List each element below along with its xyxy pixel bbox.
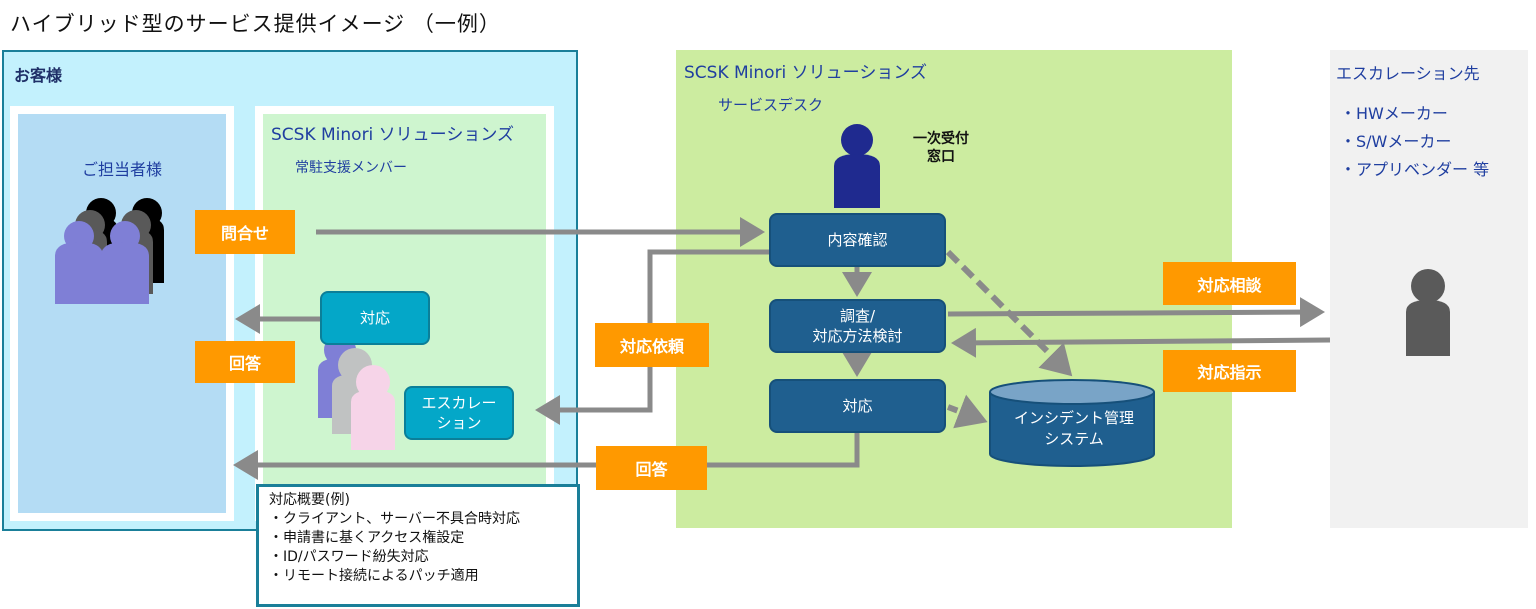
desk-answer-arrow: [233, 431, 860, 480]
resident-response-box: 対応: [320, 291, 430, 345]
escalation-item: ・S/Wメーカー: [1340, 132, 1452, 151]
resident-escalation-box: エスカレー ション: [404, 386, 514, 440]
request-label: 対応依頼: [595, 323, 709, 367]
step-investigate-box: 調査/ 対応方法検討: [769, 299, 946, 353]
escalation-item: ・アプリベンダー 等: [1340, 160, 1490, 179]
incident-db-label: インシデント管理 システム: [1013, 409, 1134, 448]
escalation-list: ・HWメーカー ・S/Wメーカー ・アプリベンダー 等: [1340, 100, 1489, 184]
incident-db-icon: [989, 379, 1155, 467]
customer-zone-label: お客様: [14, 66, 63, 85]
resident-answer-label: 回答: [195, 341, 295, 383]
first-contact-label: 一次受付 窓口: [913, 131, 969, 165]
page-title: ハイブリッド型のサービス提供イメージ （一例）: [10, 12, 501, 36]
first-contact-person-icon: [834, 124, 880, 208]
resident-team-label: 常駐支援メンバー: [295, 160, 407, 176]
consult-arrow: [947, 297, 1325, 328]
summary-heading: 対応概要(例): [269, 492, 350, 508]
summary-box: 対応概要(例) ・クライアント、サーバー不具合時対応 ・申請書に基くアクセス権設…: [256, 484, 580, 607]
summary-item: ・申請書に基くアクセス権設定: [269, 530, 465, 546]
escalation-title: エスカレーション先: [1336, 64, 1480, 83]
inquiry-label: 問合せ: [195, 210, 295, 254]
consult-label: 対応相談: [1163, 262, 1296, 305]
step-confirm-box: 内容確認: [769, 213, 946, 267]
resident-company-name: SCSK Minori ソリューションズ: [271, 125, 515, 145]
customer-people-icon: [55, 198, 164, 304]
instruction-arrow: [951, 327, 1331, 358]
summary-item: ・リモート接続によるパッチ適用: [269, 568, 479, 584]
summary-item: ・クライアント、サーバー不具合時対応: [269, 511, 521, 527]
log-arrow-respond: [946, 394, 988, 429]
step-respond-box: 対応: [769, 379, 946, 433]
summary-item: ・ID/パスワード紛失対応: [269, 549, 429, 565]
customer-person-panel: [18, 114, 226, 513]
resident-members-icon: [318, 334, 395, 450]
desk-answer-label: 回答: [596, 446, 707, 490]
service-desk-team-label: サービスデスク: [718, 96, 824, 114]
escalation-item: ・HWメーカー: [1340, 104, 1448, 123]
escalation-person-icon: [1406, 269, 1450, 356]
customer-person-label: ご担当者様: [81, 160, 162, 179]
instruction-label: 対応指示: [1163, 350, 1296, 392]
service-desk-company-name: SCSK Minori ソリューションズ: [684, 63, 928, 83]
